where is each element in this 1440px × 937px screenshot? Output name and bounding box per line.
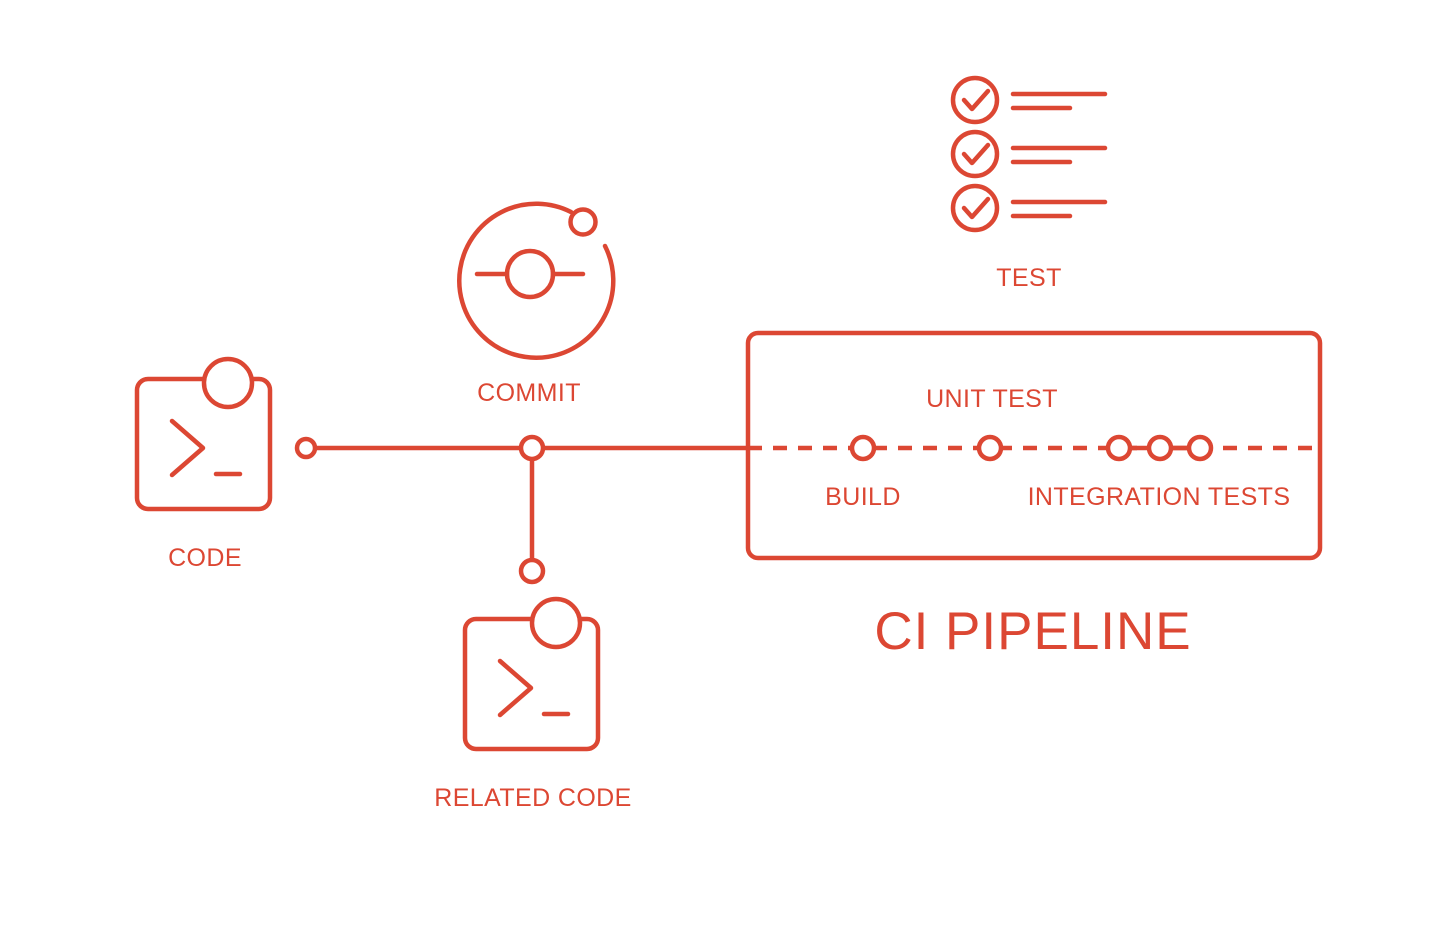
code-terminal-icon (134, 356, 273, 512)
related-code-label: RELATED CODE (434, 784, 632, 812)
test-label: TEST (996, 264, 1062, 292)
check-mark-1 (961, 88, 991, 112)
integration-node-1-dot[interactable] (1105, 434, 1133, 462)
commit-label: COMMIT (477, 379, 581, 407)
integration-node-2-dot[interactable] (1146, 434, 1174, 462)
unit-test-node-dot[interactable] (976, 434, 1004, 462)
pipeline-nodes (294, 434, 1214, 585)
test-checklist-icon (950, 75, 1108, 233)
code-label: CODE (168, 544, 242, 572)
related-code-terminal-icon (462, 596, 601, 752)
unit-test-label: UNIT TEST (926, 385, 1058, 413)
check-circle-3 (950, 183, 1000, 233)
check-circle-2 (950, 129, 1000, 179)
commit-node-dot[interactable] (518, 434, 546, 462)
build-label: BUILD (825, 483, 901, 511)
code-node-dot[interactable] (294, 436, 318, 460)
build-node-dot[interactable] (849, 434, 877, 462)
check-mark-3 (961, 196, 991, 220)
related-code-node-dot[interactable] (518, 557, 546, 585)
integration-node-3-dot[interactable] (1186, 434, 1214, 462)
integration-tests-label: INTEGRATION TESTS (1027, 483, 1291, 511)
check-circle-1 (950, 75, 1000, 125)
commit-orbit-icon (457, 201, 616, 360)
check-mark-2 (961, 142, 991, 166)
page-title: CI PIPELINE (874, 602, 1192, 661)
ci-pipeline-box (745, 330, 1323, 561)
